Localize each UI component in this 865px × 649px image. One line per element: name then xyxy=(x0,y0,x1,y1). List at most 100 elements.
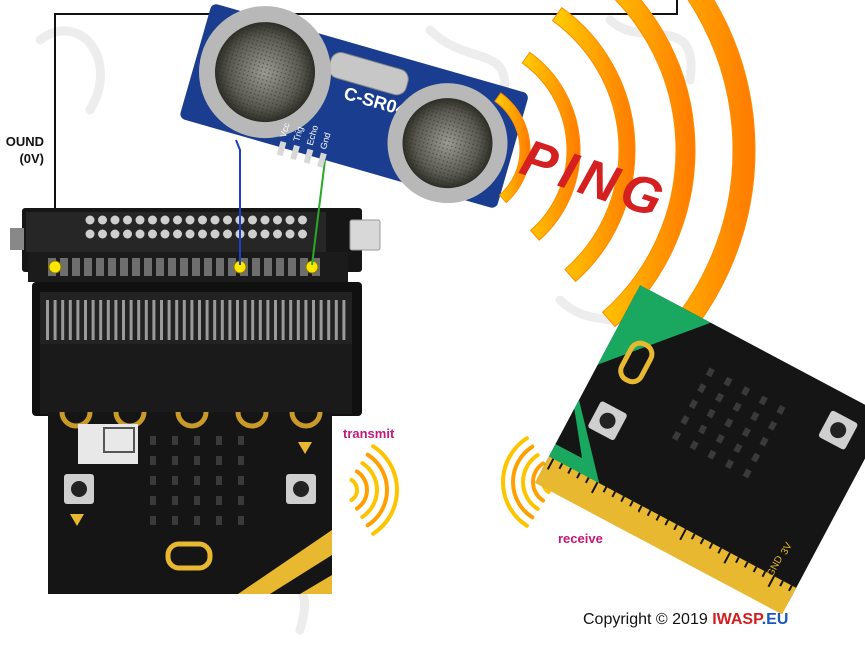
receiver-led xyxy=(742,468,752,479)
header-hole xyxy=(123,229,132,239)
receiver-led xyxy=(750,411,760,422)
connector-finger xyxy=(167,300,171,340)
header-pin xyxy=(168,258,176,276)
connector-finger xyxy=(213,300,217,340)
header-hole xyxy=(85,215,95,225)
ruler-tick xyxy=(779,580,784,587)
header-hole xyxy=(85,229,95,239)
led xyxy=(172,516,178,525)
header-hole xyxy=(285,229,295,239)
connector-finger xyxy=(289,300,293,340)
logo-pad xyxy=(165,541,213,571)
ruler-tick xyxy=(723,552,731,564)
header-hole xyxy=(248,215,257,225)
header-hole xyxy=(273,229,282,239)
header-pin xyxy=(72,258,80,276)
ruler-tick xyxy=(629,500,634,507)
transmit-wave xyxy=(371,444,399,536)
receiver-led xyxy=(724,459,735,470)
header-pin xyxy=(228,258,236,276)
breakout-board xyxy=(10,208,381,416)
transmit-wave xyxy=(365,452,389,528)
ruler-tick xyxy=(655,514,661,521)
copyright-prefix: Copyright © 2019 xyxy=(583,611,713,628)
connector-finger xyxy=(160,300,163,340)
microbit-receiver: GND 3V xyxy=(534,285,865,615)
header-hole xyxy=(298,215,307,225)
microbit-transmitter xyxy=(48,411,332,594)
ground-label: OUND (0V) xyxy=(0,133,44,167)
echo-wire xyxy=(311,159,326,266)
receiver-led xyxy=(689,440,699,451)
receiver-led xyxy=(751,452,761,463)
header-hole xyxy=(98,215,107,225)
receiver-led xyxy=(741,386,751,397)
connector-finger xyxy=(312,300,315,340)
ruler-tick xyxy=(546,458,555,470)
qr-label xyxy=(78,424,138,464)
header-hole xyxy=(110,229,120,239)
ruler-tick xyxy=(576,472,581,479)
led xyxy=(194,436,200,445)
led xyxy=(172,456,178,465)
connector-finger xyxy=(205,300,209,340)
connector-finger xyxy=(137,300,141,340)
receive-wave xyxy=(531,461,546,503)
connector-finger xyxy=(175,300,179,340)
receiver-led xyxy=(714,392,725,403)
receive-wave xyxy=(511,444,535,520)
led xyxy=(172,476,178,485)
ping-label: PING xyxy=(514,129,676,231)
led xyxy=(216,456,222,465)
receive-waves xyxy=(501,436,551,528)
header-holes xyxy=(85,215,307,239)
transmit-wave xyxy=(349,477,359,503)
header-hole xyxy=(273,215,282,225)
connector-finger xyxy=(220,300,224,340)
connector-finger xyxy=(304,300,308,340)
connector-finger xyxy=(236,300,239,340)
led-matrix xyxy=(150,436,244,525)
header-hole xyxy=(223,229,232,239)
header-pin xyxy=(300,258,308,276)
header-pin xyxy=(84,258,92,276)
led xyxy=(216,516,222,525)
led xyxy=(194,516,200,525)
ruler-tick xyxy=(584,477,590,484)
header-pin xyxy=(216,258,224,276)
connector-finger xyxy=(296,300,300,340)
header-hole xyxy=(148,215,157,225)
transmit-label: transmit xyxy=(343,426,395,441)
connector-finger xyxy=(106,300,110,340)
connector-finger xyxy=(198,300,201,340)
header-hole xyxy=(135,215,145,225)
receiver-led xyxy=(767,420,778,431)
header-hole xyxy=(298,229,307,239)
receiver-led xyxy=(741,427,751,438)
led xyxy=(216,476,222,485)
header-hole xyxy=(260,229,270,239)
receiver-led xyxy=(724,417,734,428)
receiver-led xyxy=(733,443,743,454)
led xyxy=(238,436,244,445)
pin-gnd-label: Gnd xyxy=(318,131,332,150)
ping-wave xyxy=(521,51,581,241)
header-pin xyxy=(192,258,200,276)
led xyxy=(238,476,244,485)
header-hole xyxy=(135,229,145,239)
receive-wave xyxy=(501,436,529,528)
receiver-led xyxy=(688,399,698,410)
ruler-tick xyxy=(735,556,740,564)
header-pin xyxy=(288,258,296,276)
led xyxy=(194,496,200,505)
header-hole xyxy=(210,215,220,225)
header-hole xyxy=(198,215,207,225)
connector-finger xyxy=(144,300,148,340)
connector-finger xyxy=(152,300,156,340)
header-pin xyxy=(120,258,128,276)
connector-finger xyxy=(84,300,87,340)
connector-finger xyxy=(122,300,125,340)
header-pin xyxy=(180,258,188,276)
led xyxy=(150,476,156,485)
